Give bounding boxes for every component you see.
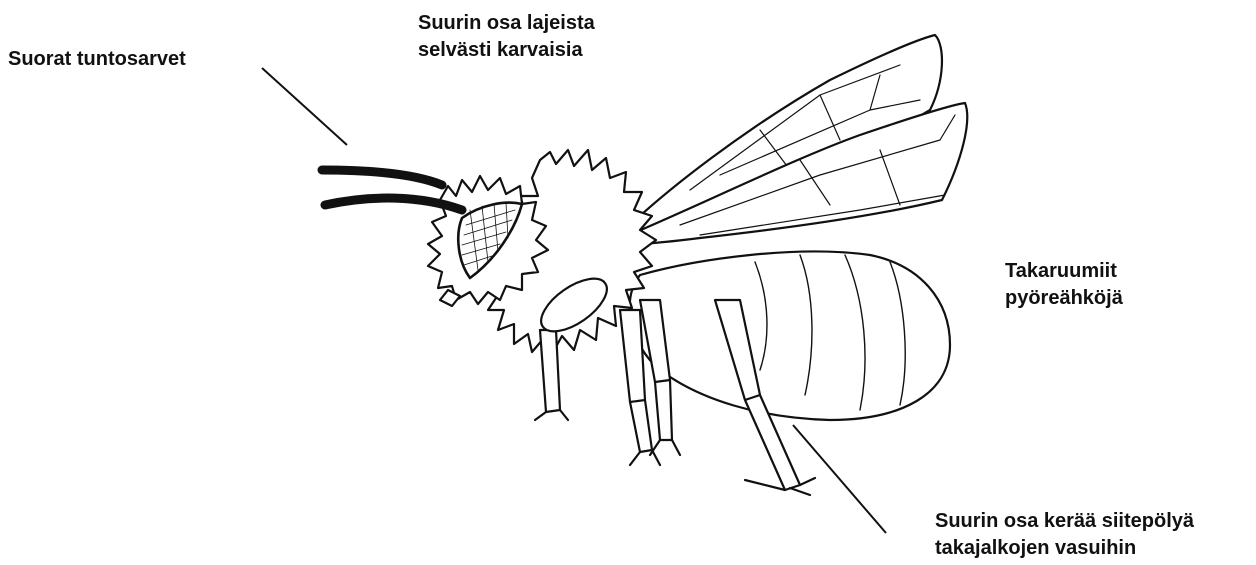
label-line: takajalkojen vasuihin: [935, 535, 1194, 562]
label-line: Suurin osa lajeista: [418, 10, 595, 37]
label-pollen-baskets: Suurin osa kerää siitepölyä takajalkojen…: [935, 508, 1194, 562]
label-straight-antennae: Suorat tuntosarvet: [8, 46, 186, 73]
label-line: pyöreähköjä: [1005, 285, 1123, 312]
antenna-lower: [325, 198, 462, 210]
leader-line-antennae: [262, 68, 347, 145]
front-leg: [540, 330, 560, 412]
label-line: selvästi karvaisia: [418, 37, 595, 64]
leader-line-pollen: [793, 425, 886, 533]
label-line: Takaruumiit: [1005, 258, 1123, 285]
label-line: Suurin osa kerää siitepölyä: [935, 508, 1194, 535]
label-hairy-species: Suurin osa lajeista selvästi karvaisia: [418, 10, 595, 64]
label-line: Suorat tuntosarvet: [8, 46, 186, 73]
label-round-abdomen: Takaruumiit pyöreähköjä: [1005, 258, 1123, 312]
antenna-upper: [322, 170, 442, 185]
